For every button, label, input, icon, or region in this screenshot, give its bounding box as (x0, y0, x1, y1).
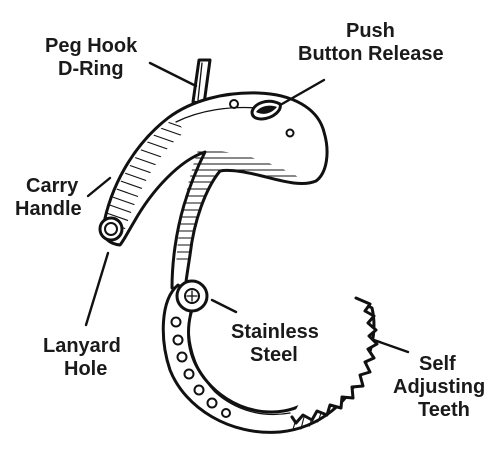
peg-hook-d-ring (191, 58, 212, 106)
jaw-hole (206, 397, 218, 409)
rivet-small (285, 128, 295, 138)
jaw-hole (193, 384, 205, 396)
leader-lanyard-hole (84, 251, 110, 327)
label-peg-hook-d-ring: Peg Hook D-Ring (45, 35, 143, 80)
label-push-button-release: Push Button Release (298, 20, 444, 65)
label-self-adjusting-teeth: Self Adjusting Teeth (393, 353, 491, 421)
rivet-small (229, 99, 239, 109)
jaw-hole (170, 316, 182, 328)
leader-peg-hook (148, 61, 198, 88)
jaw-hole (221, 408, 231, 418)
pivot-rivet (175, 279, 209, 313)
jaw-hole (176, 351, 188, 363)
lanyard-hole (98, 216, 124, 242)
leader-push-button (280, 78, 326, 106)
jaw-hole (172, 334, 184, 346)
leader-carry-handle (86, 176, 112, 198)
clamp-body (98, 91, 329, 292)
leader-stainless-steel (210, 298, 238, 314)
label-stainless-steel: Stainless Steel (231, 321, 324, 366)
self-adjusting-teeth (290, 296, 379, 425)
leader-self-adjusting (372, 338, 410, 354)
label-lanyard-hole: Lanyard Hole (43, 335, 126, 380)
push-button-release (250, 99, 282, 121)
lower-jaw (161, 279, 379, 434)
jaw-hole (183, 368, 195, 380)
label-carry-handle: Carry Handle (15, 175, 84, 220)
